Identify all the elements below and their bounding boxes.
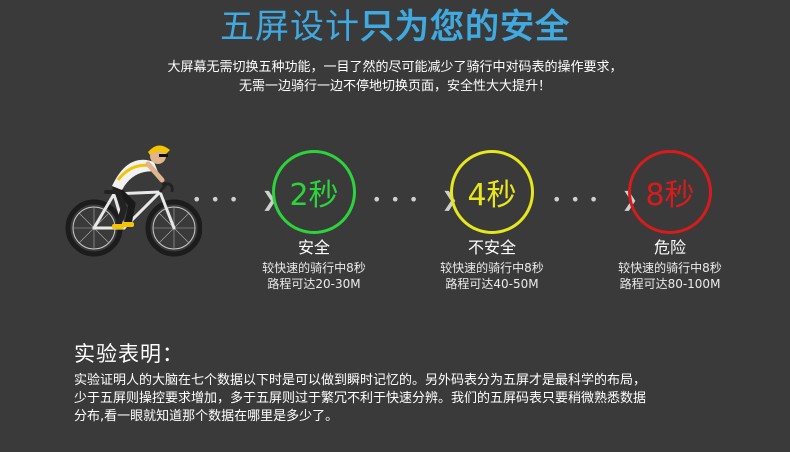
stage-desc-line-1: 较快速的骑行中8秒: [440, 261, 544, 275]
explanation-line-2: 少于五屏则操控要求增加，多于五屏则过于繁冗不利于快速分辨。我们的五屏码表只要稍微…: [74, 391, 647, 406]
intro-line-1: 大屏幕无需切换五种功能，一目了然的尽可能减少了骑行中对码表的操作要求，: [167, 60, 623, 75]
title-bold: 只为您的安全: [360, 7, 570, 47]
stage-time: 2秒: [289, 178, 339, 213]
stage-desc: 较快速的骑行中8秒 路程可达80-100M: [600, 260, 740, 292]
stage-label: 不安全: [467, 238, 516, 257]
stage-desc: 较快速的骑行中8秒 路程可达40-50M: [422, 260, 562, 292]
arrow-dots-3: ••• ❯: [552, 187, 639, 211]
stage-desc-line-2: 路程可达40-50M: [445, 277, 539, 291]
explanation-title: 实验表明：: [74, 342, 184, 366]
explanation-line-3: 分布,看一眼就知道那个数据在哪里是多少了。: [74, 409, 339, 424]
stage-desc: 较快速的骑行中8秒 路程可达20-30M: [244, 260, 384, 292]
stage-time: 4秒: [467, 178, 517, 213]
arrow-dots-1: ••• ❯: [192, 187, 279, 211]
cyclist-illustration: [65, 145, 202, 257]
stage-desc-line-1: 较快速的骑行中8秒: [618, 261, 722, 275]
stage-time: 8秒: [645, 178, 695, 213]
stage-label: 安全: [297, 238, 330, 257]
arrow-dots-2: ••• ❯: [372, 187, 459, 211]
intro-line-2: 无需一边骑行一边不停地切换页面，安全性大大提升！: [238, 79, 551, 94]
stage-label: 危险: [653, 238, 686, 257]
stage-circle-danger: 8秒: [628, 150, 712, 234]
stage-desc-line-1: 较快速的骑行中8秒: [262, 261, 366, 275]
page-title: 五屏设计只为您的安全: [0, 4, 790, 50]
intro-text: 大屏幕无需切换五种功能，一目了然的尽可能减少了骑行中对码表的操作要求， 无需一边…: [0, 58, 790, 96]
stage-circle-unsafe: 4秒: [450, 150, 534, 234]
explanation-line-1: 实验证明人的大脑在七个数据以下时是可以做到瞬时记忆的。另外码表分为五屏才是最科学…: [74, 373, 647, 388]
stage-circle-safe: 2秒: [272, 150, 356, 234]
stage-desc-line-2: 路程可达20-30M: [267, 277, 361, 291]
stage-desc-line-2: 路程可达80-100M: [619, 277, 721, 291]
title-light: 五屏设计: [220, 7, 360, 47]
explanation-text: 实验证明人的大脑在七个数据以下时是可以做到瞬时记忆的。另外码表分为五屏才是最科学…: [74, 372, 714, 426]
